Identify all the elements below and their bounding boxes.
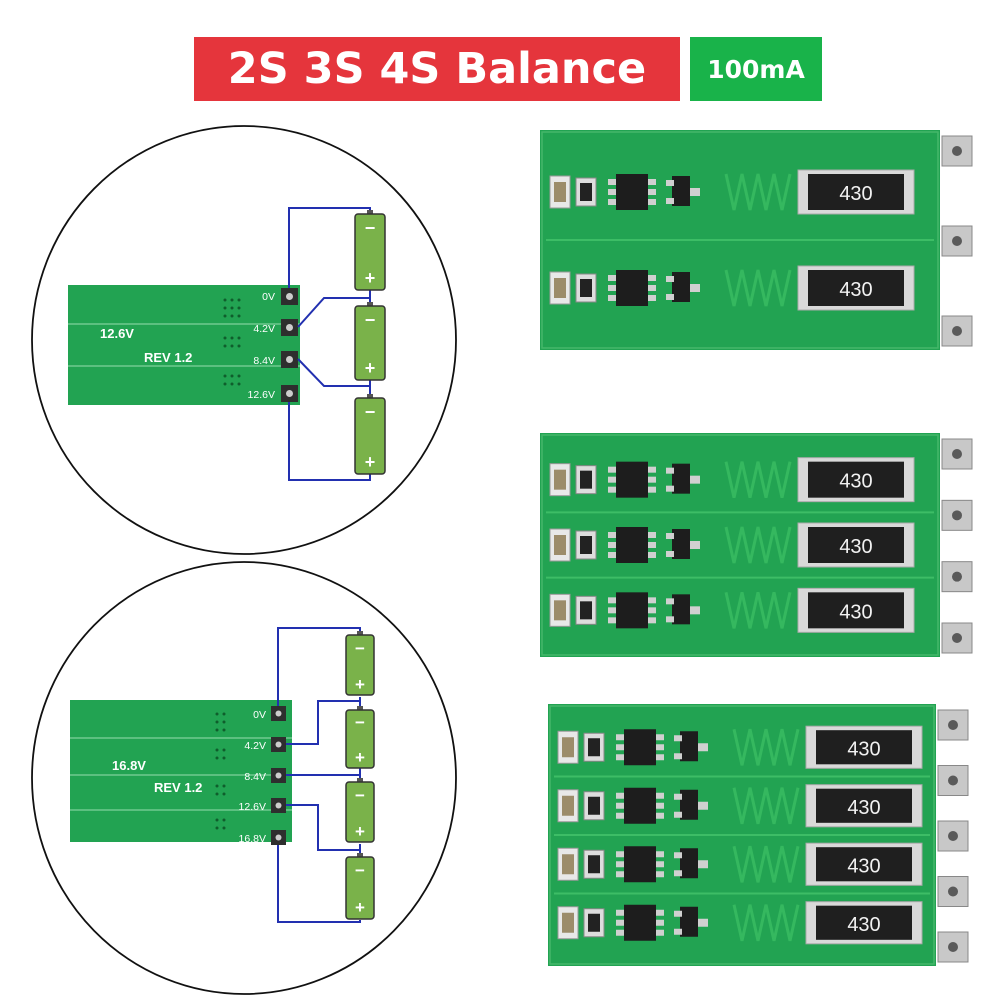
pin-label-12v6: 12.6V — [239, 801, 266, 813]
power-resistor — [816, 788, 912, 823]
resistor-value-label: 430 — [847, 738, 880, 760]
balance-ic — [616, 461, 648, 498]
pin-label-4v2: 4.2V — [244, 740, 266, 752]
power-resistor — [816, 730, 912, 765]
power-resistor — [816, 905, 912, 940]
battery-cell-1: − + — [354, 210, 386, 291]
resistor-value-label: 430 — [847, 855, 880, 877]
board-revision-label: REV 1.2 — [144, 350, 192, 365]
svg-text:−: − — [355, 861, 365, 880]
resistor-value-label: 430 — [839, 471, 872, 493]
svg-text:+: + — [365, 358, 376, 378]
balance-ic — [616, 527, 648, 563]
balance-channel: 430 — [554, 834, 930, 886]
balance-ic — [616, 270, 648, 306]
battery-cell-3: − + — [354, 394, 386, 475]
resistor-value-label: 430 — [839, 536, 872, 558]
title-banner-main: 2S 3S 4S Balance — [194, 37, 680, 101]
pcb-board-4s: 430 430 430 430 — [548, 704, 969, 966]
power-resistor — [808, 270, 904, 306]
board-revision-label: REV 1.2 — [154, 780, 202, 795]
svg-text:−: − — [365, 402, 376, 422]
svg-text:−: − — [355, 639, 365, 658]
svg-text:+: + — [365, 268, 376, 288]
mosfet — [680, 906, 698, 937]
board-voltage-label: 12.6V — [100, 326, 134, 341]
balance-channel: 430 — [557, 725, 923, 769]
mosfet — [680, 731, 698, 762]
title-banner-current: 100mA — [690, 37, 822, 101]
pin-label-0v: 0V — [253, 709, 266, 721]
balance-channel: 430 — [554, 892, 930, 945]
wiring-diagram-4s: 16.8V REV 1.2 0V 4.2V 8.4V 12.6V 16.8V −… — [31, 561, 457, 995]
mosfet — [672, 176, 690, 206]
mosfet — [672, 463, 690, 494]
balance-ic — [624, 904, 656, 941]
balance-channel: 430 — [549, 457, 915, 503]
svg-text:−: − — [355, 713, 365, 732]
svg-text:+: + — [365, 452, 376, 472]
balance-channel: 430 — [546, 511, 934, 568]
balance-channel: 430 — [549, 169, 915, 215]
power-resistor — [808, 527, 904, 563]
battery-cell-2: − + — [345, 706, 375, 769]
balance-ic — [616, 592, 648, 629]
board-voltage-label: 16.8V — [112, 758, 146, 773]
battery-cell-1: − + — [345, 631, 375, 696]
resistor-value-label: 430 — [847, 797, 880, 819]
svg-text:+: + — [355, 675, 365, 694]
svg-text:+: + — [355, 822, 365, 841]
balance-ic — [624, 729, 656, 766]
resistor-value-label: 430 — [847, 914, 880, 936]
balance-ic — [616, 174, 648, 210]
mosfet — [672, 529, 690, 559]
balance-board-4s — [70, 700, 292, 842]
wiring-diagram-3s: 12.6V REV 1.2 0V 4.2V 8.4V 12.6V − + − + — [31, 125, 457, 555]
balance-ic — [624, 787, 656, 824]
balance-channel: 430 — [546, 239, 934, 311]
power-resistor — [808, 592, 904, 629]
mosfet — [672, 272, 690, 302]
balance-board-3s — [68, 285, 300, 405]
resistor-value-label: 430 — [839, 279, 872, 301]
balance-channel: 430 — [546, 576, 934, 633]
pcb-board-2s: 430 430 — [540, 130, 973, 350]
pcb-board-3s: 430 430 430 — [540, 433, 973, 657]
svg-text:−: − — [365, 218, 376, 238]
pin-label-8v4: 8.4V — [253, 355, 275, 367]
svg-text:−: − — [365, 310, 376, 330]
pin-label-0v: 0V — [262, 291, 275, 303]
title-text: 2S 3S 4S Balance — [227, 44, 647, 94]
svg-text:+: + — [355, 898, 365, 917]
current-rating-text: 100mA — [707, 54, 805, 84]
balance-channel: 430 — [554, 775, 930, 828]
balance-ic — [624, 846, 656, 883]
battery-cell-3: − + — [345, 778, 375, 843]
terminal-pad — [941, 499, 973, 531]
pin-label-4v2: 4.2V — [253, 323, 275, 335]
pin-label-8v4: 8.4V — [244, 771, 266, 783]
power-resistor — [808, 174, 904, 210]
mosfet — [680, 848, 698, 879]
resistor-value-label: 430 — [839, 183, 872, 205]
mosfet — [680, 789, 698, 820]
mosfet — [672, 594, 690, 625]
power-resistor — [808, 461, 904, 498]
battery-cell-2: − + — [354, 302, 386, 381]
svg-text:−: − — [355, 786, 365, 805]
battery-cell-4: − + — [345, 853, 375, 920]
pin-label-16v8: 16.8V — [239, 833, 266, 845]
pin-label-12v6: 12.6V — [248, 389, 275, 401]
svg-text:+: + — [355, 748, 365, 767]
resistor-value-label: 430 — [839, 601, 872, 623]
power-resistor — [816, 847, 912, 882]
